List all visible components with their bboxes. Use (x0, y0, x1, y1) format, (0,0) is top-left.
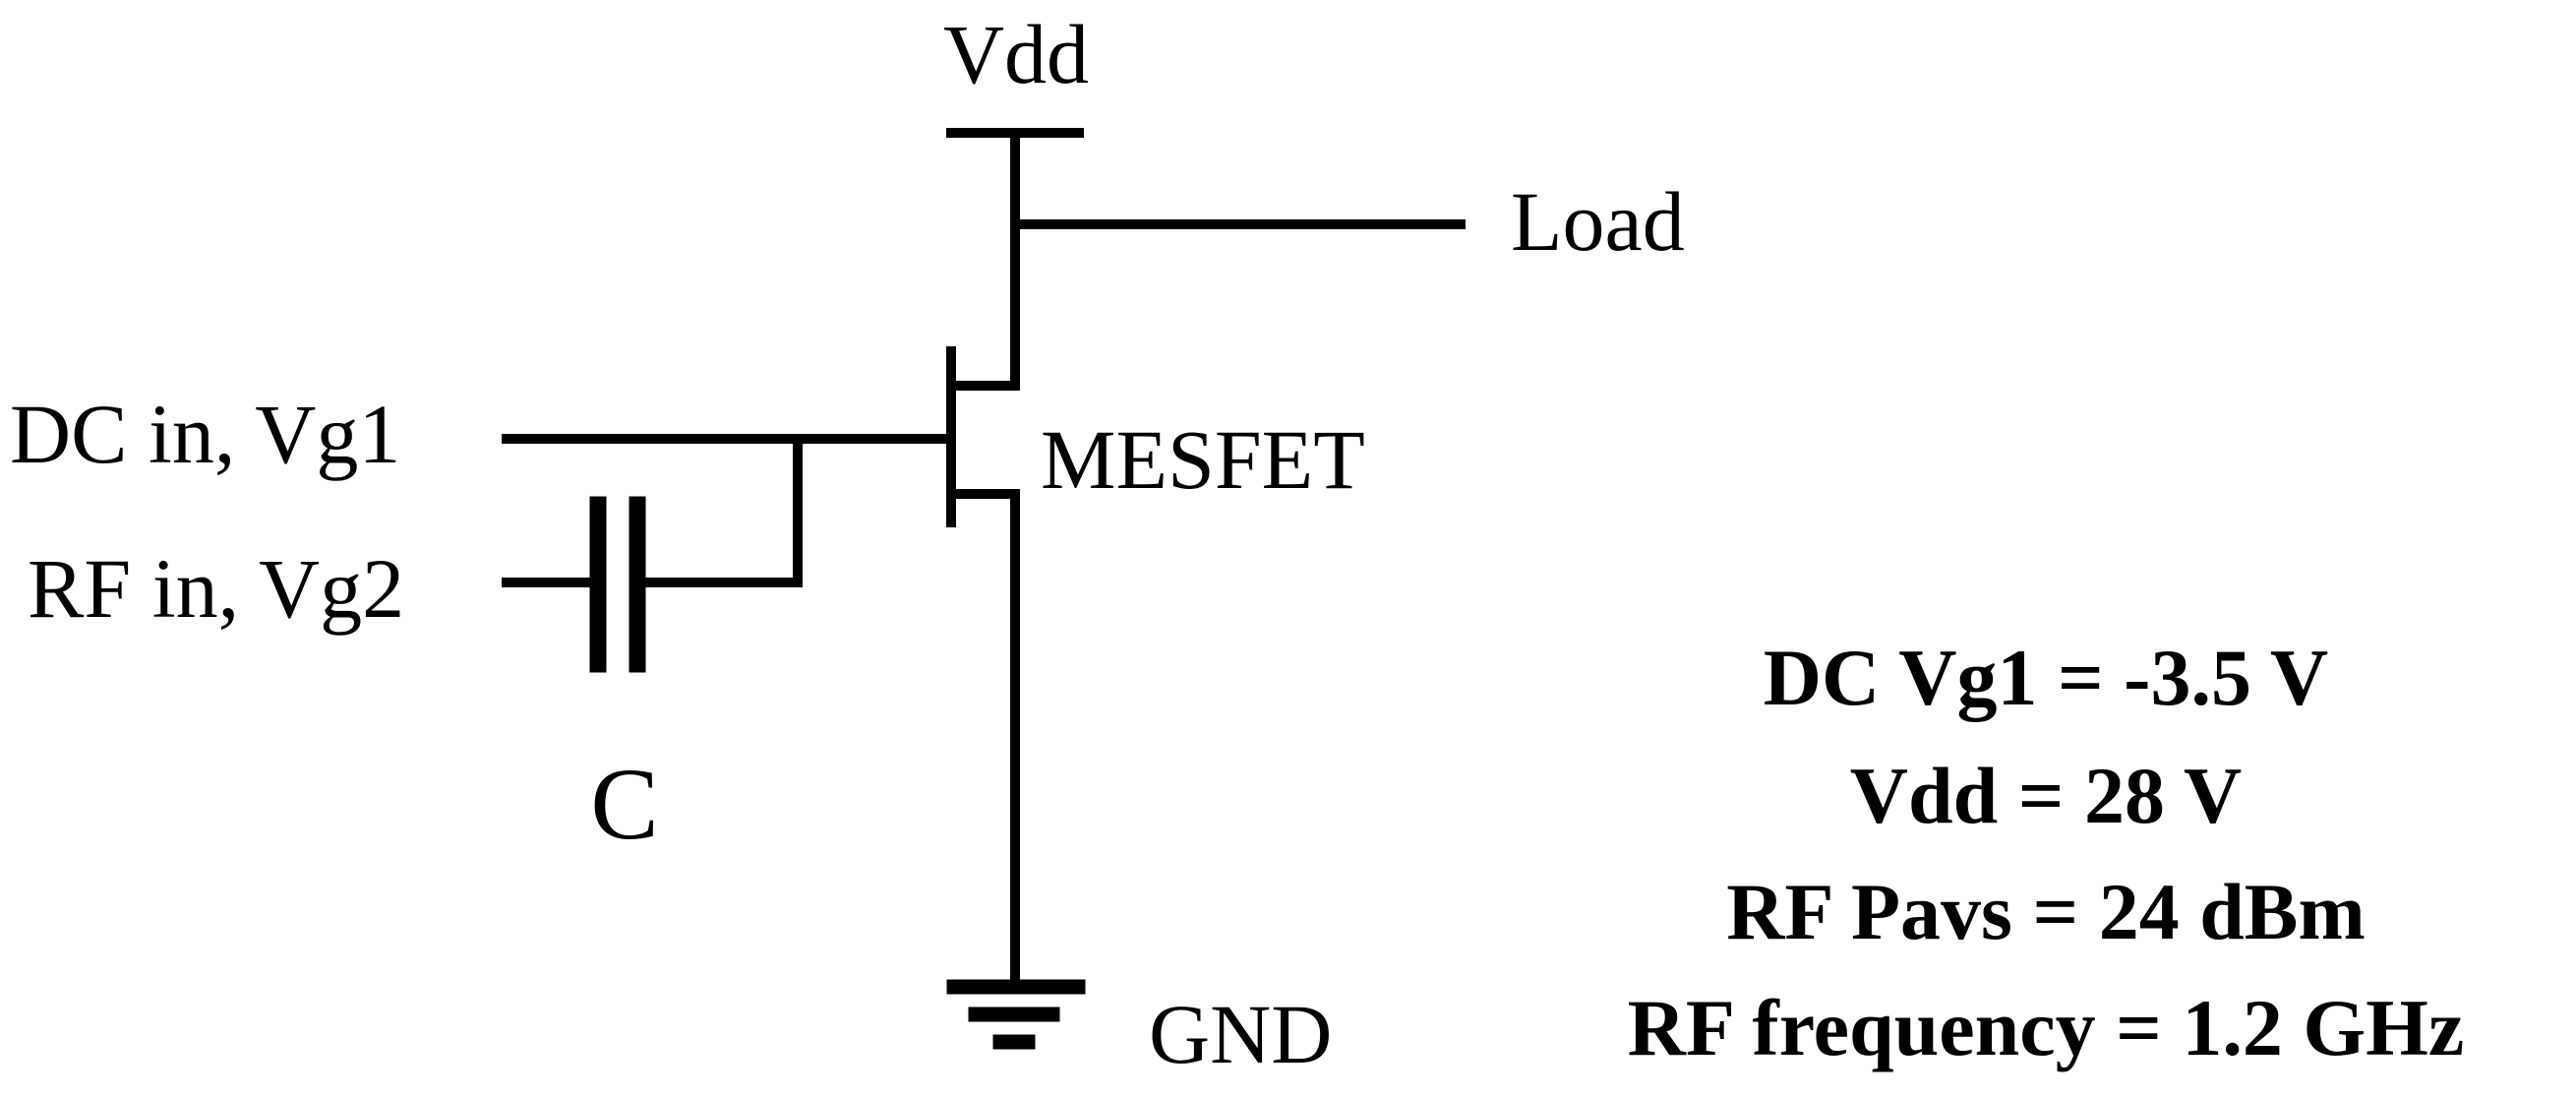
param-dc-vg1: DC Vg1 = -3.5 V (1764, 633, 2328, 722)
param-vdd: Vdd = 28 V (1850, 751, 2242, 840)
ground-bar-2 (968, 1007, 1060, 1022)
capacitor-label: C (590, 748, 658, 861)
capacitor-plate-left (589, 496, 607, 673)
param-rf-frequency: RF frequency = 1.2 GHz (1628, 983, 2465, 1072)
rf-input-label: RF in, Vg2 (28, 541, 404, 636)
vdd-label: Vdd (943, 7, 1089, 101)
ground-bar-1 (946, 979, 1086, 995)
ground-bar-3 (992, 1034, 1036, 1050)
ground-label: GND (1149, 987, 1332, 1081)
capacitor-plate-right (629, 496, 646, 673)
mesfet-label: MESFET (1041, 412, 1365, 507)
load-label: Load (1511, 174, 1685, 269)
param-rf-pavs: RF Pavs = 24 dBm (1726, 867, 2366, 956)
dc-input-label: DC in, Vg1 (10, 387, 400, 481)
